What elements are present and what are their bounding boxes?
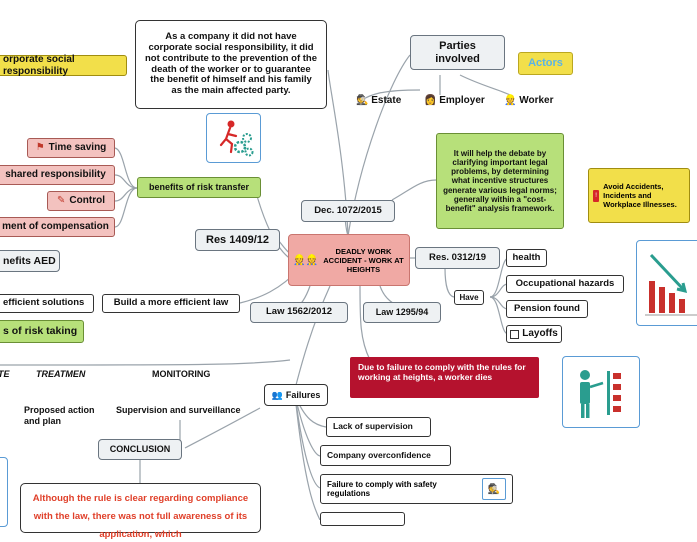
party-estate[interactable]: 🕵 Estate bbox=[356, 95, 402, 106]
dec-1072-node[interactable]: Dec. 1072/2015 bbox=[301, 200, 395, 222]
pen-icon: ✎ bbox=[57, 195, 66, 207]
avoid-note: ! Avoid Accidents, Incidents and Workpla… bbox=[588, 168, 690, 223]
compensation-node[interactable]: ment of compensation bbox=[0, 217, 115, 237]
law-1295-node[interactable]: Law 1295/94 bbox=[363, 302, 441, 323]
conclusion-node[interactable]: CONCLUSION bbox=[98, 439, 182, 460]
failures-node[interactable]: 👥 Failures bbox=[264, 384, 328, 406]
employer-icon: 👩 bbox=[424, 95, 437, 106]
inspector-icon: 🕵 bbox=[482, 478, 506, 500]
debate-note: It will help the debate by clarifying im… bbox=[436, 133, 564, 229]
occupational-hazards-node[interactable]: Occupational hazards bbox=[506, 275, 624, 293]
decline-chart-icon bbox=[636, 240, 697, 326]
actors-tag[interactable]: Actors bbox=[518, 52, 573, 75]
parties-involved-node[interactable]: Parties involved bbox=[410, 35, 505, 70]
failure-note: Due to failure to comply with the rules … bbox=[350, 357, 539, 398]
proposed-action-text: Proposed action and plan bbox=[24, 405, 95, 426]
failure-item[interactable]: Failure to comply with safety regulation… bbox=[320, 474, 513, 504]
risk-runner-icon bbox=[206, 113, 261, 163]
have-node[interactable]: Have bbox=[454, 290, 484, 305]
central-topic[interactable]: 👷👷 DEADLY WORK ACCIDENT - WORK AT HEIGHT… bbox=[288, 234, 410, 286]
control-node[interactable]: ✎ Control bbox=[47, 191, 115, 211]
res-1409-node[interactable]: Res 1409/12 bbox=[195, 229, 280, 251]
conclusion-text-box: Although the rule is clear regarding com… bbox=[20, 483, 261, 540]
presentation-icon bbox=[562, 356, 640, 428]
build-efficient-law-node[interactable]: Build a more efficient law bbox=[102, 294, 240, 313]
top-note: As a company it did not have corporate s… bbox=[135, 20, 327, 109]
benefits-risk-transfer-node[interactable]: benefits of risk transfer bbox=[137, 177, 261, 198]
health-node[interactable]: health bbox=[506, 249, 547, 267]
party-employer[interactable]: 👩 Employer bbox=[424, 95, 485, 106]
failure-item-cut[interactable] bbox=[320, 512, 405, 526]
estate-icon: 🕵 bbox=[356, 95, 369, 106]
warning-sign-icon: ! bbox=[593, 189, 600, 202]
supervision-text: Supervision and surveillance bbox=[116, 405, 241, 415]
layoffs-node[interactable]: Layoffs bbox=[506, 325, 562, 343]
failure-item[interactable]: Company overconfidence bbox=[320, 445, 451, 466]
left-card-edge bbox=[0, 457, 8, 527]
efficient-solutions-node[interactable]: efficient solutions bbox=[0, 294, 94, 313]
worker-icon: 👷 bbox=[504, 95, 517, 106]
flag-icon: ⚑ bbox=[35, 142, 45, 154]
failure-item[interactable]: Lack of supervision bbox=[326, 417, 431, 437]
res-0312-node[interactable]: Res. 0312/19 bbox=[415, 247, 500, 269]
party-worker[interactable]: 👷 Worker bbox=[504, 95, 554, 106]
group-icon: 👥 bbox=[271, 389, 283, 400]
shared-responsibility-node[interactable]: shared responsibility bbox=[0, 165, 115, 185]
header-treatment: TREATMEN bbox=[36, 369, 86, 379]
pension-found-node[interactable]: Pension found bbox=[506, 300, 588, 318]
header-monitoring: MONITORING bbox=[152, 369, 211, 379]
workers-icon: 👷👷 bbox=[293, 254, 318, 266]
header-te: TE bbox=[0, 369, 10, 379]
checkbox-icon bbox=[510, 329, 520, 339]
corporate-social-responsibility-node[interactable]: orporate social responsibility bbox=[0, 54, 127, 77]
benefits-aed-node[interactable]: nefits AED bbox=[0, 250, 60, 272]
risk-taking-node[interactable]: s of risk taking bbox=[0, 320, 84, 343]
time-saving-node[interactable]: ⚑ Time saving bbox=[27, 138, 115, 158]
law-1562-node[interactable]: Law 1562/2012 bbox=[250, 302, 348, 323]
